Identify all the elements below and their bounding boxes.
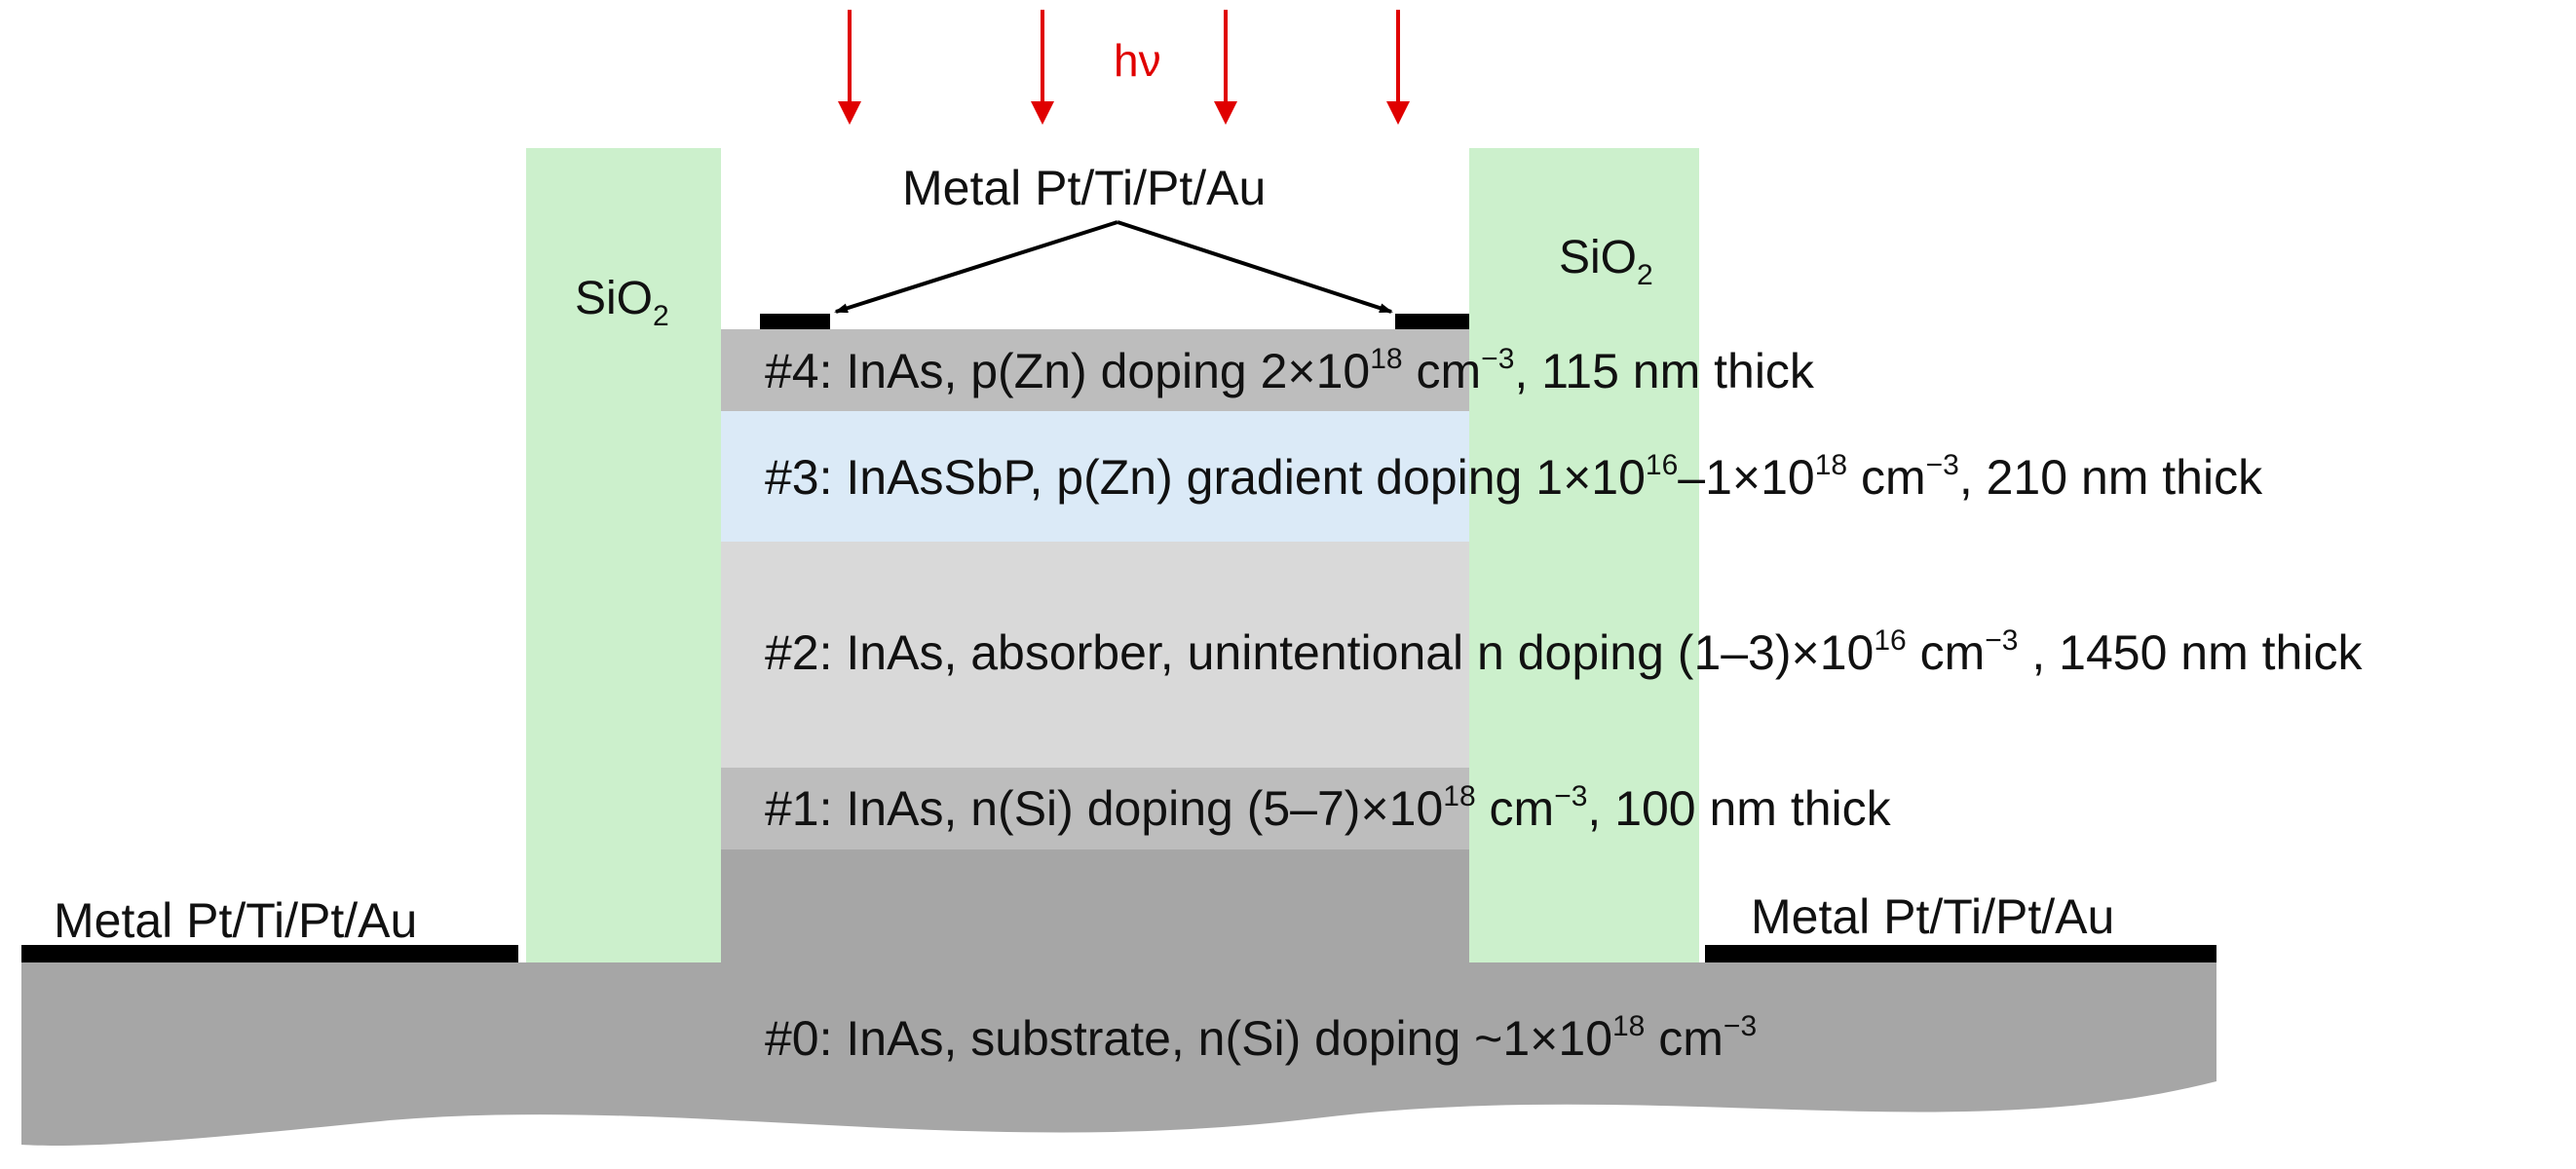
metal-contact-right	[1705, 945, 2216, 962]
top-metal-label: Metal Pt/Ti/Pt/Au	[902, 161, 1266, 215]
arrow-down-icon	[1386, 10, 1410, 125]
arrow-down-icon	[1214, 10, 1237, 125]
mesa-base	[721, 849, 1508, 964]
pointer-arrow-right	[1117, 220, 1393, 314]
layer-3-label: #3: InAsSbP, p(Zn) gradient doping 1×101…	[765, 449, 2263, 505]
layer-4-label: #4: InAs, p(Zn) doping 2×1018 cm−3, 115 …	[765, 343, 1815, 398]
pointer-arrow-left	[834, 220, 1118, 314]
right-metal-label: Metal Pt/Ti/Pt/Au	[1751, 889, 2114, 944]
sio2-left-label: SiO2	[575, 273, 669, 332]
substrate-layer	[21, 962, 2216, 1146]
sio2-right-base: SiO	[1559, 232, 1637, 283]
illumination-arrows	[838, 10, 1410, 125]
layer-2-label: #2: InAs, absorber, unintentional n dopi…	[765, 624, 2363, 680]
arrow-down-icon	[1031, 10, 1054, 125]
layer-3-window	[721, 411, 1508, 542]
sio2-right-block	[1469, 148, 1699, 962]
layer-4-cap	[721, 329, 1508, 411]
sio2-right-label: SiO2	[1559, 232, 1653, 291]
sio2-left-subscript: 2	[653, 300, 669, 332]
sio2-right-subscript: 2	[1637, 259, 1653, 291]
photon-label: hν	[1114, 35, 1161, 86]
sio2-left-block	[526, 148, 721, 962]
left-metal-label: Metal Pt/Ti/Pt/Au	[54, 893, 417, 948]
top-metal-contact-left	[760, 314, 830, 329]
layer-2-absorber	[721, 542, 1508, 768]
layer-0-label: #0: InAs, substrate, n(Si) doping ~1×101…	[765, 1010, 1757, 1066]
sio2-left-base: SiO	[575, 273, 653, 324]
metal-contact-left	[21, 945, 518, 962]
layer-1-label: #1: InAs, n(Si) doping (5–7)×1018 cm−3, …	[765, 780, 1892, 836]
arrow-down-icon	[838, 10, 861, 125]
layer-1-contact	[721, 768, 1508, 849]
top-metal-contact-right	[1395, 314, 1469, 329]
